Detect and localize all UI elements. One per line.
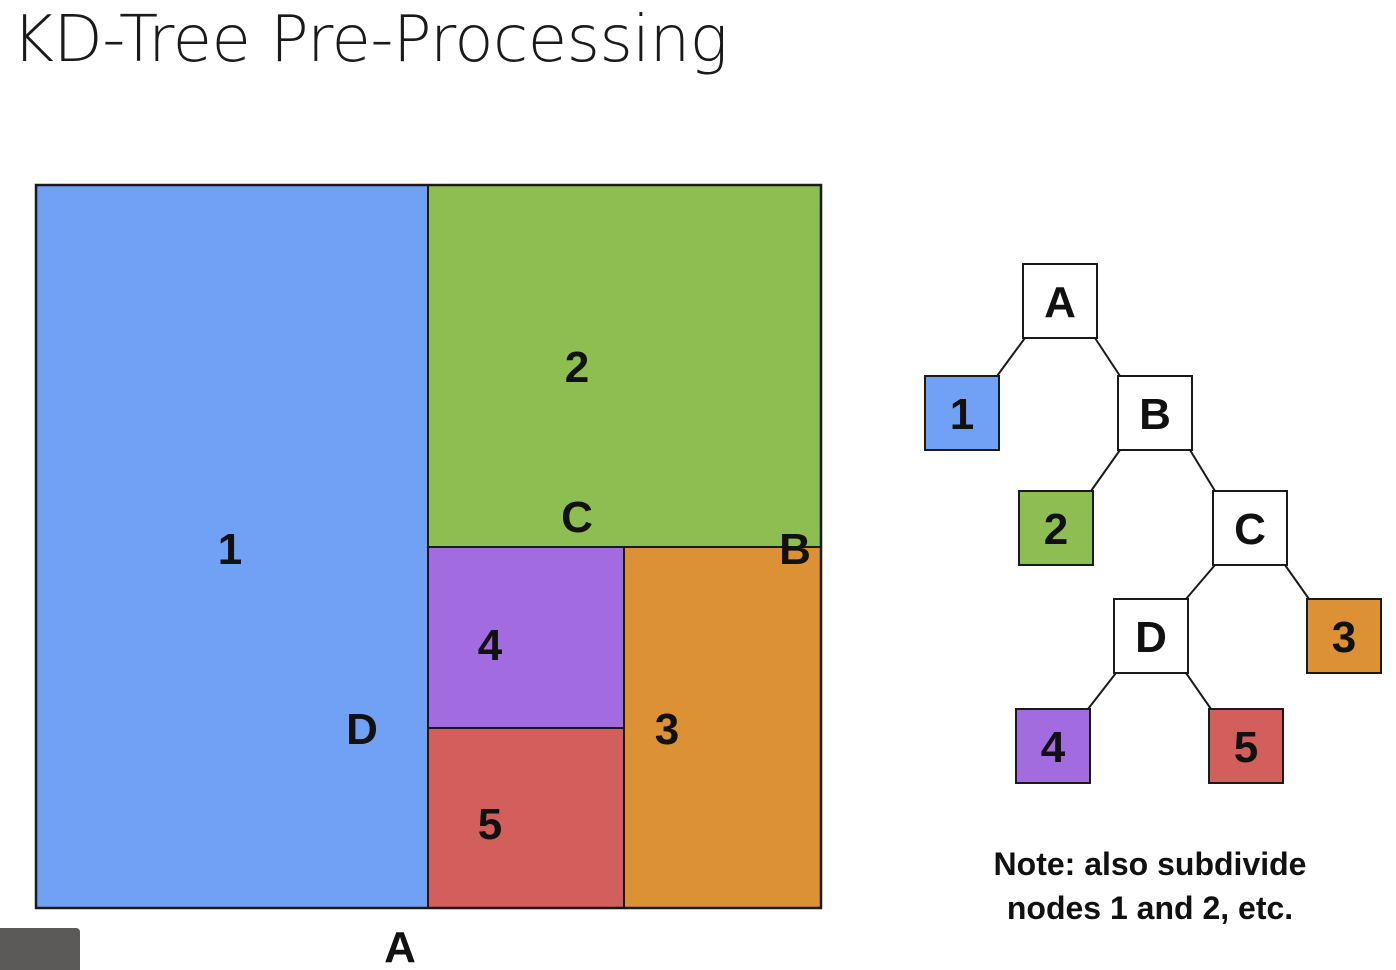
note-line-2: nodes 1 and 2, etc. (1006, 890, 1294, 926)
tree-node-box-1 (924, 375, 1000, 451)
region-label-3: 3 (655, 705, 679, 754)
tree-edge-c-d (1185, 564, 1216, 600)
region-label-2: 2 (565, 343, 589, 392)
split-label-a: A (384, 923, 416, 970)
tree-node-box-4 (1015, 708, 1091, 784)
tree-edge-a-b (1094, 337, 1121, 377)
tree-node-label-5: 5 (1234, 723, 1258, 772)
tree-node-5: 5 (1208, 708, 1284, 784)
tree-node-2: 2 (1018, 490, 1094, 566)
region-4 (427, 546, 625, 729)
tree-node-4: 4 (1015, 708, 1091, 784)
tree-node-box-2 (1018, 490, 1094, 566)
region-label-5: 5 (478, 800, 502, 849)
region-3 (623, 546, 822, 909)
tree-edges (996, 337, 1310, 710)
space-partition: 1 2 3 4 5 A B C D (34, 183, 823, 970)
tree-node-label-3: 3 (1332, 613, 1356, 662)
split-label-b: B (779, 525, 811, 574)
tree-edge-b-c (1189, 449, 1216, 492)
tree-edge-a-1 (996, 337, 1026, 377)
tree-node-label-c: C (1234, 505, 1266, 554)
split-label-d: D (346, 705, 378, 754)
tree-node-1: 1 (924, 375, 1000, 451)
tree-node-d: D (1113, 598, 1189, 674)
region-label-4: 4 (478, 621, 503, 670)
split-label-c: C (561, 493, 593, 542)
note-line-1: Note: also subdivide (993, 846, 1307, 882)
tree-node-box-3 (1306, 598, 1382, 674)
kd-tree: A 1 B 2 C D 3 4 5 (924, 263, 1382, 784)
tree-node-label-d: D (1135, 613, 1167, 662)
tree-node-b: B (1117, 375, 1193, 451)
note: Note: also subdivide nodes 1 and 2, etc. (940, 842, 1360, 930)
tree-edge-d-5 (1185, 672, 1212, 710)
region-2 (427, 184, 822, 548)
tree-node-label-1: 1 (950, 390, 974, 439)
space-outline (34, 183, 823, 910)
tree-node-box-a (1022, 263, 1098, 339)
tree-edge-c-3 (1284, 564, 1310, 600)
tree-node-box-c (1212, 490, 1288, 566)
tree-node-label-b: B (1139, 390, 1171, 439)
tree-node-box-b (1117, 375, 1193, 451)
tree-node-box-d (1113, 598, 1189, 674)
video-thumbnail-corner (0, 928, 80, 970)
tree-node-label-2: 2 (1044, 505, 1068, 554)
tree-node-3: 3 (1306, 598, 1382, 674)
tree-nodes: A 1 B 2 C D 3 4 5 (924, 263, 1382, 784)
region-5 (427, 727, 625, 909)
tree-edge-b-2 (1090, 449, 1121, 492)
tree-node-label-a: A (1044, 278, 1076, 327)
tree-node-a: A (1022, 263, 1098, 339)
region-label-1: 1 (218, 525, 242, 574)
tree-node-box-5 (1208, 708, 1284, 784)
region-1 (35, 184, 429, 909)
tree-edge-d-4 (1087, 672, 1117, 710)
tree-node-c: C (1212, 490, 1288, 566)
tree-node-label-4: 4 (1041, 723, 1066, 772)
page-title: KD-Tree Pre-Processing (12, 3, 728, 77)
